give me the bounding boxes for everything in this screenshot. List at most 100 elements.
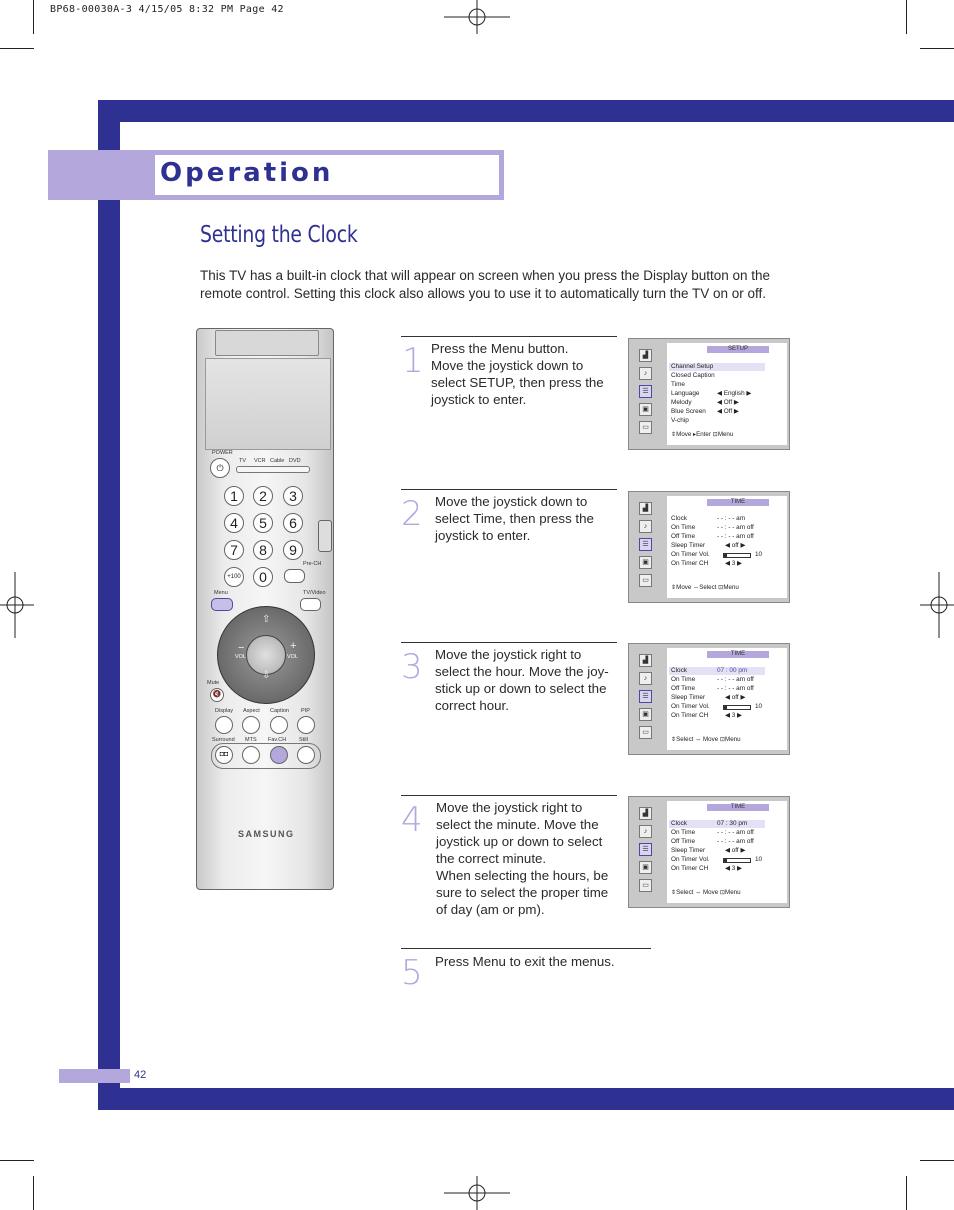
menu-row-label: On Timer Vol. [671,856,710,863]
caption-label: Caption [270,708,289,714]
crop-mark [33,1176,34,1210]
registration-mark [920,572,954,638]
digit-7-button: 7 [224,540,244,560]
aspect-label: Aspect [243,708,260,714]
menu-row-label: Melody [671,399,692,406]
digit-9-button: 9 [283,540,303,560]
sound-icon: ♪ [639,672,652,685]
step-4-rule [401,795,617,796]
digit-6-button: 6 [283,513,303,533]
setup-icon: ☰ [639,690,652,703]
menu-row-label: Sleep Timer [671,542,706,549]
source-tv-label: TV [239,458,247,464]
menu-row-label: On Timer CH [671,712,709,719]
fav-ch-button [270,746,288,764]
menu-row-label: On Time [671,676,696,683]
volume-bar-fill [724,859,727,862]
fav-ch-label: Fav.CH [268,737,287,743]
menu-row-value: - - : - - am off [717,676,754,683]
crop-mark [920,48,954,49]
step-4-text: Move the joystick right to select the mi… [436,800,609,917]
menu-panel [667,801,787,903]
joystick-up-icon: ⇧ [262,614,271,625]
menu-row-value: ◀ 3 ▶ [725,712,742,719]
step-3-text: Move the joystick right to select the ho… [435,647,609,713]
joystick-down-icon: ⇩ [262,670,271,681]
page-frame-top [98,100,954,122]
vol-minus-icon: − [238,642,245,654]
menu-row-label: Clock [671,515,687,522]
registration-mark [0,572,34,638]
step-5-number: 5 [401,953,423,993]
digit-0-button: 0 [253,567,273,587]
vol-up-label: VOL [287,654,299,660]
channel-icon: ▣ [639,556,652,569]
still-button [297,746,315,764]
menu-header: SETUP [707,346,769,353]
digit-2-button: 2 [253,486,273,506]
menu-row-value: - - : - - am off [717,524,754,531]
source-dvd-label: DVD [289,458,301,464]
menu-row-label: Clock [671,820,687,827]
step-2-rule [401,489,617,490]
menu-row-label: Sleep Timer [671,694,706,701]
tv-video-button [300,598,321,611]
digit-8-button: 8 [253,540,273,560]
time-hour-screen: ▟ ♪ ☰ ▣ ▭ TIME Clock 07 : 00 pm On Time … [628,643,790,755]
function-button-group [211,743,321,769]
pip-button [297,716,315,734]
digit-5-button: 5 [253,513,273,533]
menu-row-value: ◀ off ▶ [725,694,746,701]
menu-panel [667,648,787,750]
mts-button [242,746,260,764]
section-title: Operation [160,158,334,188]
channel-icon: ▣ [639,403,652,416]
menu-row-label: On Timer CH [671,865,709,872]
joystick-center [246,635,286,675]
page-number-bar [59,1069,130,1083]
digit-1-button: 1 [224,486,244,506]
menu-row-value: 10 [755,856,763,863]
menu-row-label: V-chip [671,417,689,424]
input-icon: ▭ [639,726,652,739]
pre-ch-label: Pre-CH [303,561,322,567]
still-label: Still [299,737,308,743]
menu-row-label: On Timer Vol. [671,551,710,558]
menu-row-label: On Time [671,524,696,531]
picture-icon: ▟ [639,349,652,362]
menu-row-label: Off Time [671,685,696,692]
mute-label: Mute [207,680,220,686]
menu-row-value: ◀ off ▶ [725,542,746,549]
menu-row-label: On Timer Vol. [671,703,710,710]
brand-logo: SAMSUNG [238,829,295,839]
print-slug: BP68-00030A-3 4/15/05 8:32 PM Page 42 [50,4,284,15]
digit-4-button: 4 [224,513,244,533]
display-button [215,716,233,734]
menu-highlight [669,667,765,675]
setup-icon: ☰ [639,538,652,551]
step-2-number: 2 [401,494,423,534]
channel-icon: ▣ [639,861,652,874]
channel-rocker [318,520,332,552]
menu-row-value: - - : - - am off [717,838,754,845]
source-selector [236,466,310,473]
menu-row-label: Blue Screen [671,408,706,415]
menu-row-value: 10 [755,703,763,710]
menu-row-label: Off Time [671,838,696,845]
step-5-rule [401,948,651,949]
display-label: Display [215,708,234,714]
section-band-inner [155,155,499,195]
page-frame-left [98,100,120,1110]
sound-icon: ♪ [639,367,652,380]
pip-label: PIP [301,708,310,714]
menu-row-label: Clock [671,667,687,674]
crop-mark [0,1160,34,1161]
menu-highlight [669,363,765,371]
crop-mark [33,0,34,34]
volume-bar [723,858,751,863]
volume-bar-fill [724,706,727,709]
menu-row-value: - - : - - am off [717,533,754,540]
remote-top-cap [215,330,319,356]
picture-icon: ▟ [639,807,652,820]
menu-label: Menu [214,590,228,596]
